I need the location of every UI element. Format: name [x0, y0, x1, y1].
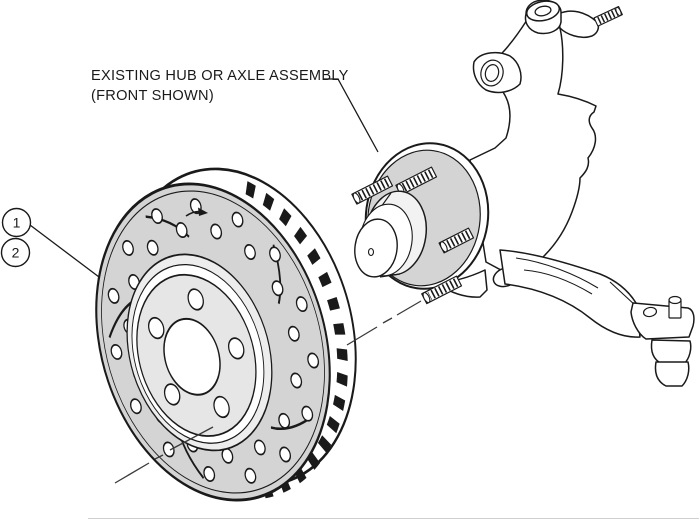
wheel-stud — [421, 275, 463, 305]
centerline — [114, 300, 422, 484]
assembly-label-line2: (FRONT SHOWN) — [91, 88, 214, 104]
drill-hole — [210, 223, 223, 240]
drill-hole — [244, 244, 256, 260]
arm-rib-line — [515, 257, 599, 289]
callout-2: 2 — [0, 237, 31, 268]
lug-hole — [147, 316, 165, 340]
assembly-label: EXISTING HUB OR AXLE ASSEMBLY (FRONT SHO… — [91, 68, 379, 153]
spindle-center-hole — [367, 247, 375, 257]
drill-hole — [287, 325, 300, 342]
callout-leader-line — [29, 224, 100, 278]
callout-1-number: 1 — [13, 215, 21, 231]
lug-hole — [213, 395, 230, 419]
drill-hole — [151, 208, 163, 225]
top-boss-hole — [534, 5, 552, 17]
wheel-stud — [351, 175, 394, 205]
drill-hole — [244, 467, 257, 484]
drill-hole — [130, 398, 142, 415]
drill-hole — [146, 239, 159, 256]
strut-bracket — [557, 10, 600, 39]
drill-hole — [110, 343, 123, 360]
lug-hole — [227, 337, 245, 360]
drill-hole — [269, 246, 281, 263]
drill-hole — [162, 441, 175, 458]
steering-arm — [499, 249, 641, 338]
assembly-leader-line — [324, 78, 379, 153]
drill-hole — [271, 280, 284, 297]
rotor-chamfer-ring — [101, 190, 325, 494]
rotor-lug-holes — [147, 288, 245, 419]
drill-hole — [279, 446, 292, 463]
arm-pad-hole — [642, 306, 658, 318]
hub-spindle-face — [354, 218, 398, 278]
drill-hole — [107, 287, 120, 304]
wheel-stud — [438, 227, 475, 254]
lug-hole — [187, 288, 204, 311]
callouts: 1 2 — [0, 207, 100, 278]
drill-hole — [295, 296, 308, 313]
side-boss-hole — [484, 64, 500, 82]
drill-hole — [175, 222, 188, 239]
drill-hole — [290, 372, 303, 389]
drill-hole — [122, 239, 134, 256]
arm-rib-line — [523, 269, 593, 295]
drill-hole — [203, 466, 216, 482]
arm-pad — [630, 302, 695, 340]
strut-stud — [593, 5, 623, 27]
drill-hole — [253, 439, 266, 456]
rotation-direction-arrow — [185, 207, 208, 217]
bushing-lower — [654, 361, 690, 387]
lug-hole — [163, 383, 181, 406]
rotor-center-bore — [163, 317, 221, 396]
drill-hole — [307, 352, 320, 369]
assembly-label-line1: EXISTING HUB OR AXLE ASSEMBLY — [91, 68, 349, 84]
wheel-stud — [395, 166, 438, 196]
drill-hole — [231, 211, 244, 228]
rotor-drill-holes-outer — [107, 198, 320, 484]
rotor-illustration — [95, 167, 357, 502]
hub-knuckle-illustration — [351, 0, 695, 387]
drill-hole — [301, 405, 314, 422]
arm-fold-line — [609, 281, 637, 307]
knuckle-body — [469, 19, 597, 277]
arm-pad-stud — [668, 295, 682, 319]
bushing-upper — [650, 339, 692, 365]
rotor-vane-serrations — [174, 181, 348, 500]
drill-hole — [278, 412, 291, 429]
hub-center-boss — [354, 190, 428, 278]
callout-1: 1 — [1, 207, 32, 238]
callout-2-number: 2 — [12, 245, 20, 261]
